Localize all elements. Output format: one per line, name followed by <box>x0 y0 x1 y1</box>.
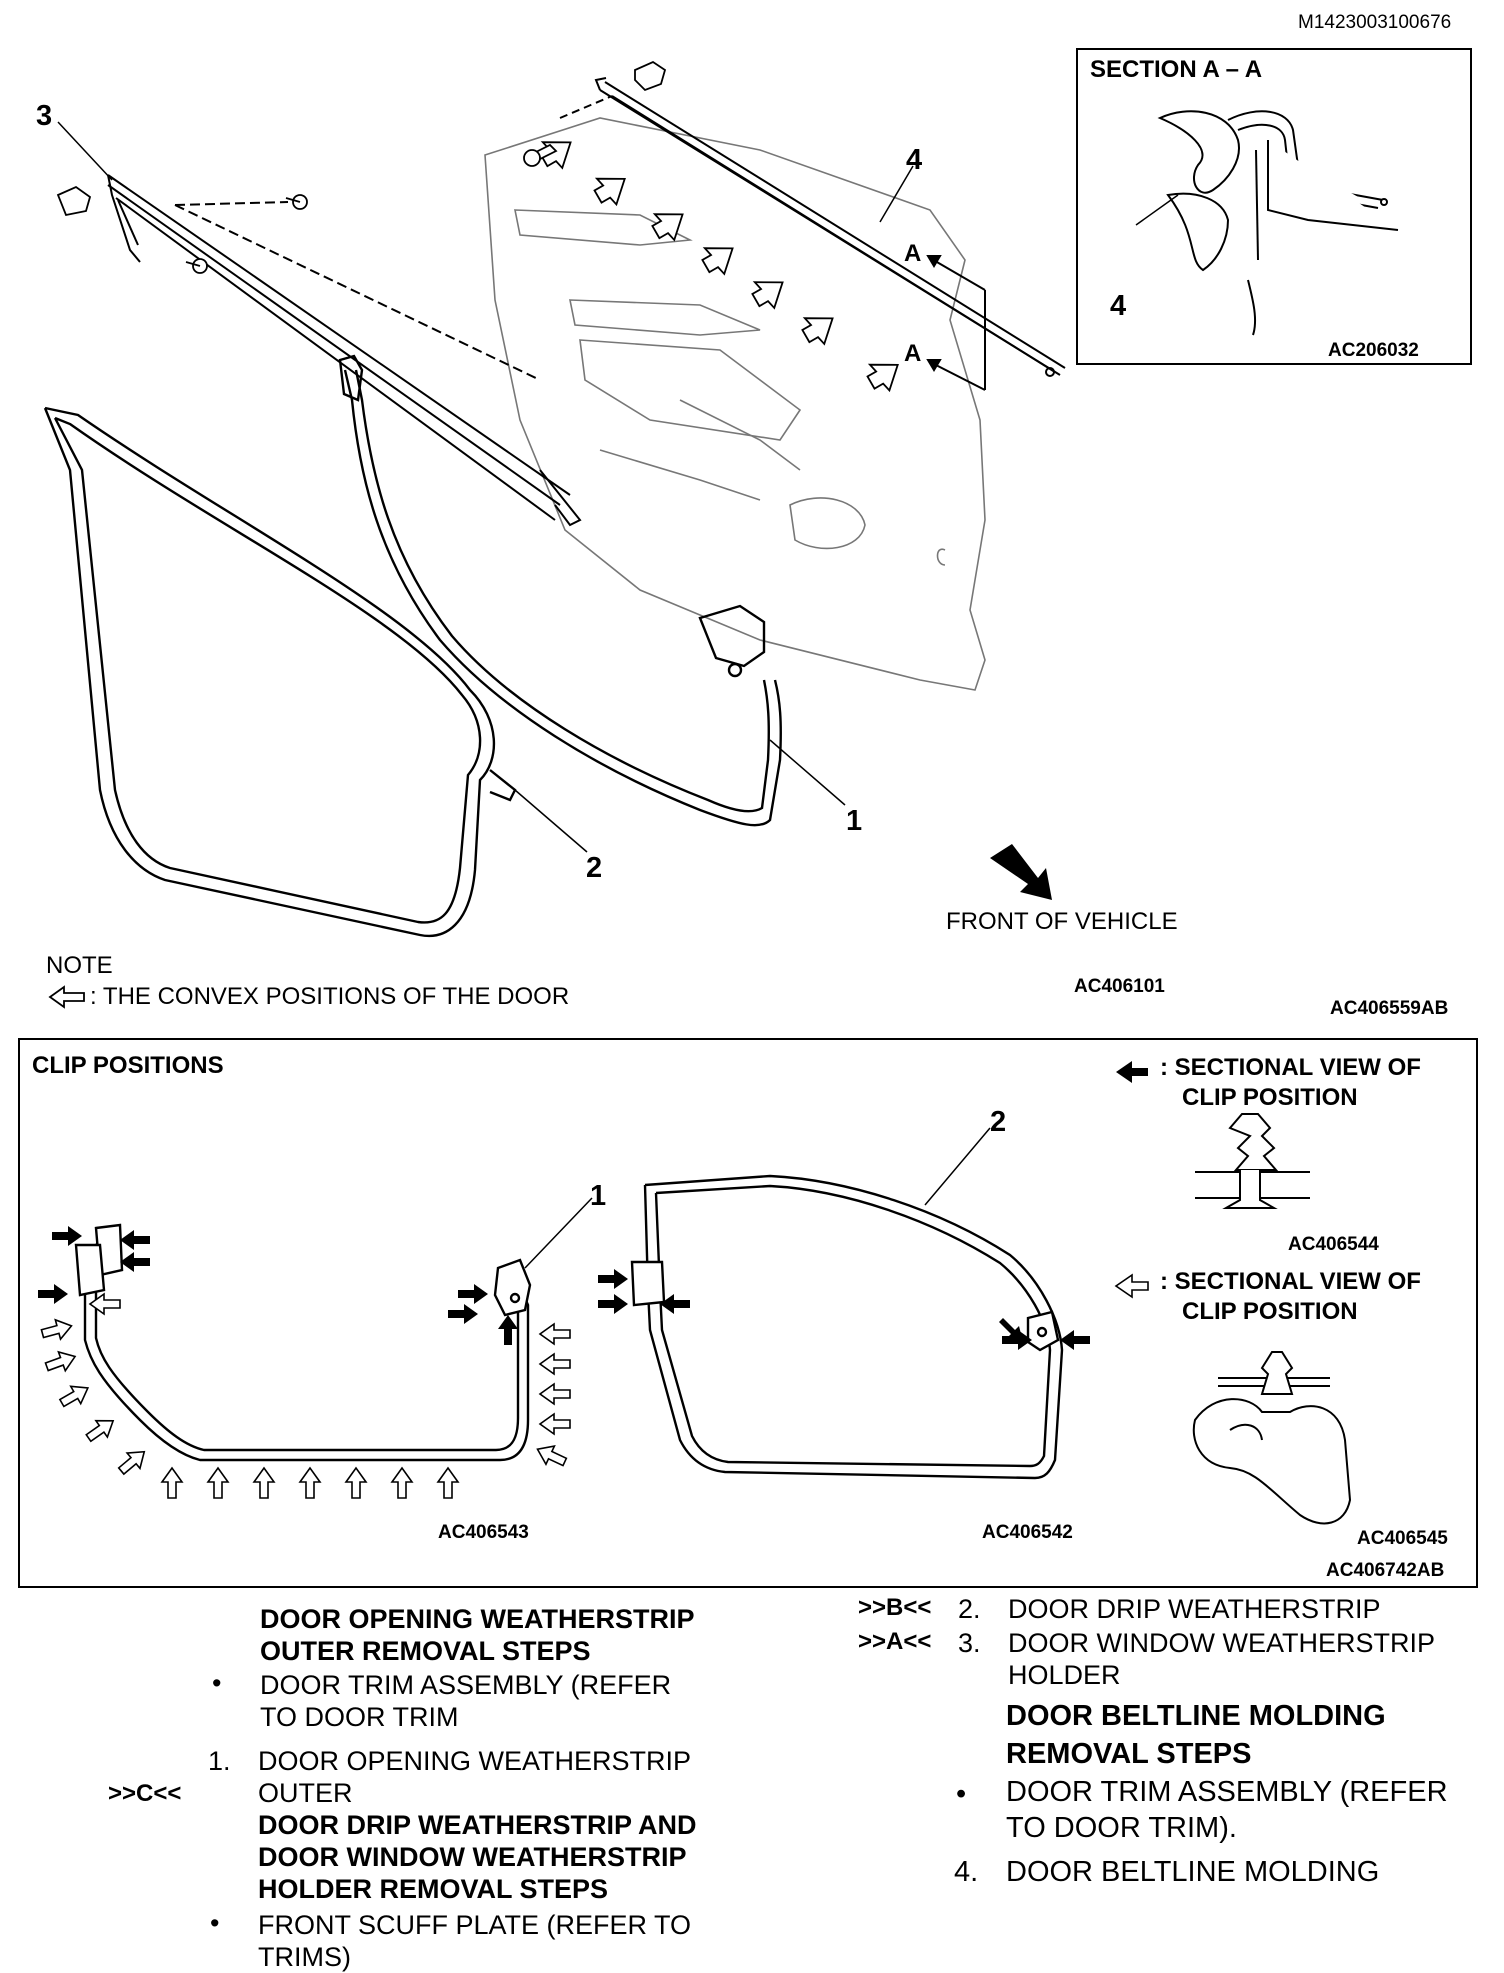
bullet3-l1: DOOR TRIM ASSEMBLY (REFER <box>1006 1776 1448 1808</box>
legend-black-line1: : SECTIONAL VIEW OF <box>1160 1054 1421 1081</box>
opening-weatherstrip <box>338 354 782 827</box>
convex-arrows-door <box>539 141 899 393</box>
bullet1-l2: TO DOOR TRIM <box>260 1702 459 1732</box>
clip-parts-left <box>56 185 308 274</box>
step3-l2: HOLDER <box>1008 1660 1121 1690</box>
section-mark-upper: A <box>904 240 922 267</box>
heading-beltline-l2: REMOVAL STEPS <box>1006 1738 1252 1770</box>
clip-fig-left: AC406543 <box>438 1522 529 1543</box>
step1-num: 1. <box>208 1746 231 1776</box>
section-aa-fig-id: AC206032 <box>1328 340 1419 361</box>
note-arrow-icon <box>48 985 85 1009</box>
heading-drip-l3: HOLDER REMOVAL STEPS <box>258 1874 609 1904</box>
legend-white-line2: CLIP POSITION <box>1182 1298 1358 1325</box>
clip-fig-top: AC406544 <box>1288 1234 1379 1255</box>
door-panel-outline <box>484 117 986 691</box>
document-id: M1423003100676 <box>1298 12 1452 33</box>
step2-text: DOOR DRIP WEATHERSTRIP <box>1008 1594 1381 1624</box>
clip-positions-box <box>18 1038 1478 1588</box>
legend-white-line1: : SECTIONAL VIEW OF <box>1160 1268 1421 1295</box>
drip-weatherstrip <box>43 406 517 938</box>
step1-mark: >>C<< <box>108 1780 182 1807</box>
section-aa-box <box>1076 48 1472 365</box>
callout-1: 1 <box>846 805 863 837</box>
step1-l1: DOOR OPENING WEATHERSTRIP <box>258 1746 692 1776</box>
section-mark-lower: A <box>904 340 922 367</box>
step1-l2: OUTER <box>258 1778 353 1808</box>
bullet-icon: • <box>212 1668 222 1698</box>
clip-fig-bottom: AC406545 <box>1357 1528 1448 1549</box>
bullet2-l1: FRONT SCUFF PLATE (REFER TO <box>258 1910 692 1940</box>
front-of-vehicle-label: FRONT OF VEHICLE <box>946 908 1178 935</box>
note-title: NOTE <box>46 952 113 979</box>
step3-mark: >>A<< <box>858 1628 932 1655</box>
heading-opening-l2: OUTER REMOVAL STEPS <box>260 1636 591 1666</box>
step3-l1: DOOR WINDOW WEATHERSTRIP <box>1008 1628 1435 1658</box>
heading-drip-l2: DOOR WINDOW WEATHERSTRIP <box>258 1842 687 1872</box>
clip-fig-mid: AC406542 <box>982 1522 1073 1543</box>
step2-num: 2. <box>958 1594 981 1624</box>
callout-3: 3 <box>36 100 53 132</box>
main-fig-id: AC406101 <box>1074 976 1165 997</box>
clip-parts-top <box>523 60 667 167</box>
section-aa-title: SECTION A – A <box>1090 56 1263 83</box>
callout-2: 2 <box>586 852 603 884</box>
beltline-molding <box>559 77 1066 390</box>
bullet-icon: • <box>210 1908 220 1938</box>
bullet-icon: • <box>956 1778 967 1810</box>
clip-callout-1: 1 <box>590 1180 607 1212</box>
main-fig-id-ab: AC406559AB <box>1330 998 1449 1019</box>
section-aa-callout: 4 <box>1110 290 1127 322</box>
front-arrow-icon <box>990 844 1052 900</box>
section-arrows <box>926 255 986 391</box>
step4-text: DOOR BELTLINE MOLDING <box>1006 1856 1380 1888</box>
note-text: : THE CONVEX POSITIONS OF THE DOOR <box>90 983 570 1010</box>
heading-beltline-l1: DOOR BELTLINE MOLDING <box>1006 1700 1386 1732</box>
bullet1-l1: DOOR TRIM ASSEMBLY (REFER <box>260 1670 672 1700</box>
legend-black-line2: CLIP POSITION <box>1182 1084 1358 1111</box>
callout-4: 4 <box>906 144 923 176</box>
clip-fig-ab: AC406742AB <box>1326 1560 1445 1581</box>
bullet3-l2: TO DOOR TRIM). <box>1006 1812 1237 1844</box>
heading-drip-l1: DOOR DRIP WEATHERSTRIP AND <box>258 1810 697 1840</box>
leader-lines <box>57 121 914 853</box>
section-aa-drawing <box>1135 110 1399 336</box>
step3-num: 3. <box>958 1628 981 1658</box>
bullet2-l2: TRIMS) <box>258 1942 351 1972</box>
step2-mark: >>B<< <box>858 1594 932 1621</box>
clip-callout-2: 2 <box>990 1106 1007 1138</box>
step4-num: 4. <box>954 1856 979 1888</box>
clip-positions-title: CLIP POSITIONS <box>32 1052 224 1079</box>
heading-opening-l1: DOOR OPENING WEATHERSTRIP <box>260 1604 695 1634</box>
window-weatherstrip-holder <box>107 174 582 527</box>
